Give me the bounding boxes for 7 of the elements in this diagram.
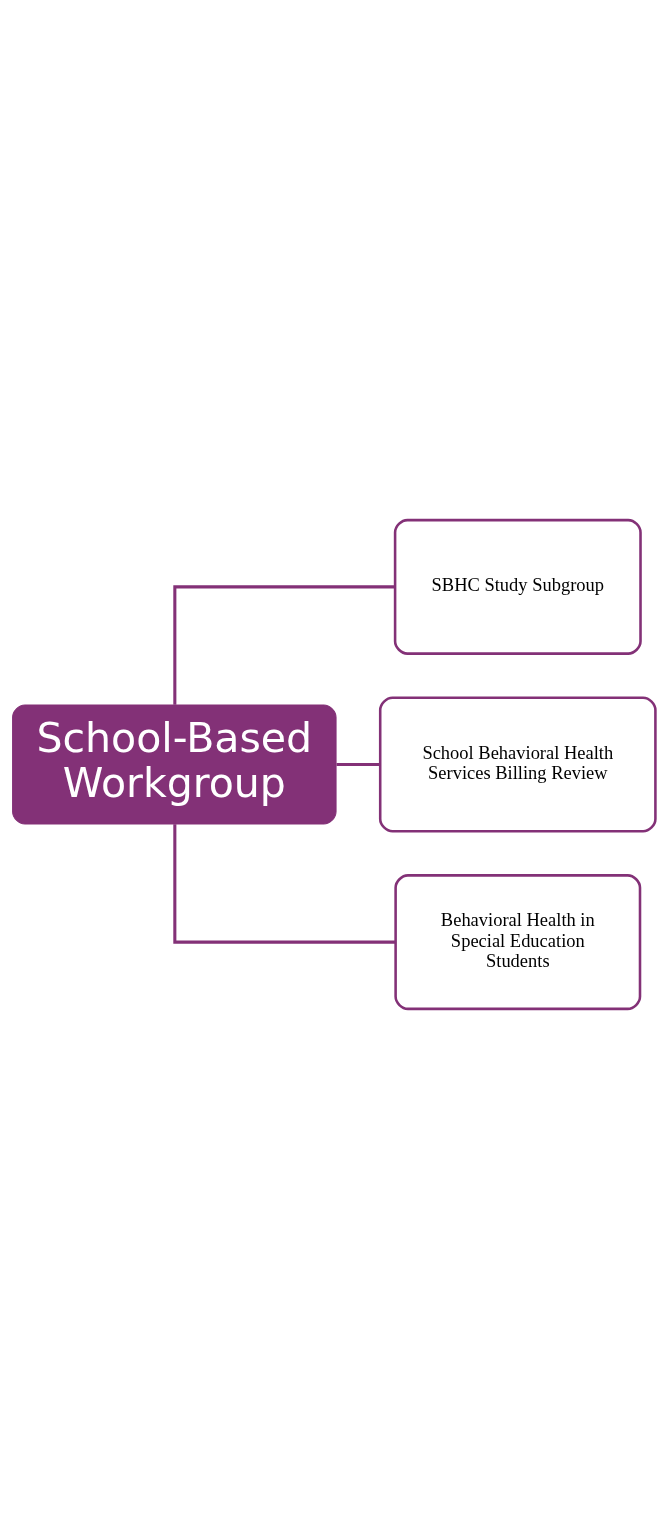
node-box: School-Based Workgroup — [12, 703, 337, 825]
connector — [336, 762, 381, 766]
node-box: SBHC Study Subgroup — [393, 518, 642, 655]
node-box: School Behavioral Health Services Billing Review — [378, 695, 657, 833]
node-box: Behavioral Health in Special Education Students — [394, 873, 642, 1010]
connector — [173, 584, 395, 705]
connector — [173, 823, 396, 944]
